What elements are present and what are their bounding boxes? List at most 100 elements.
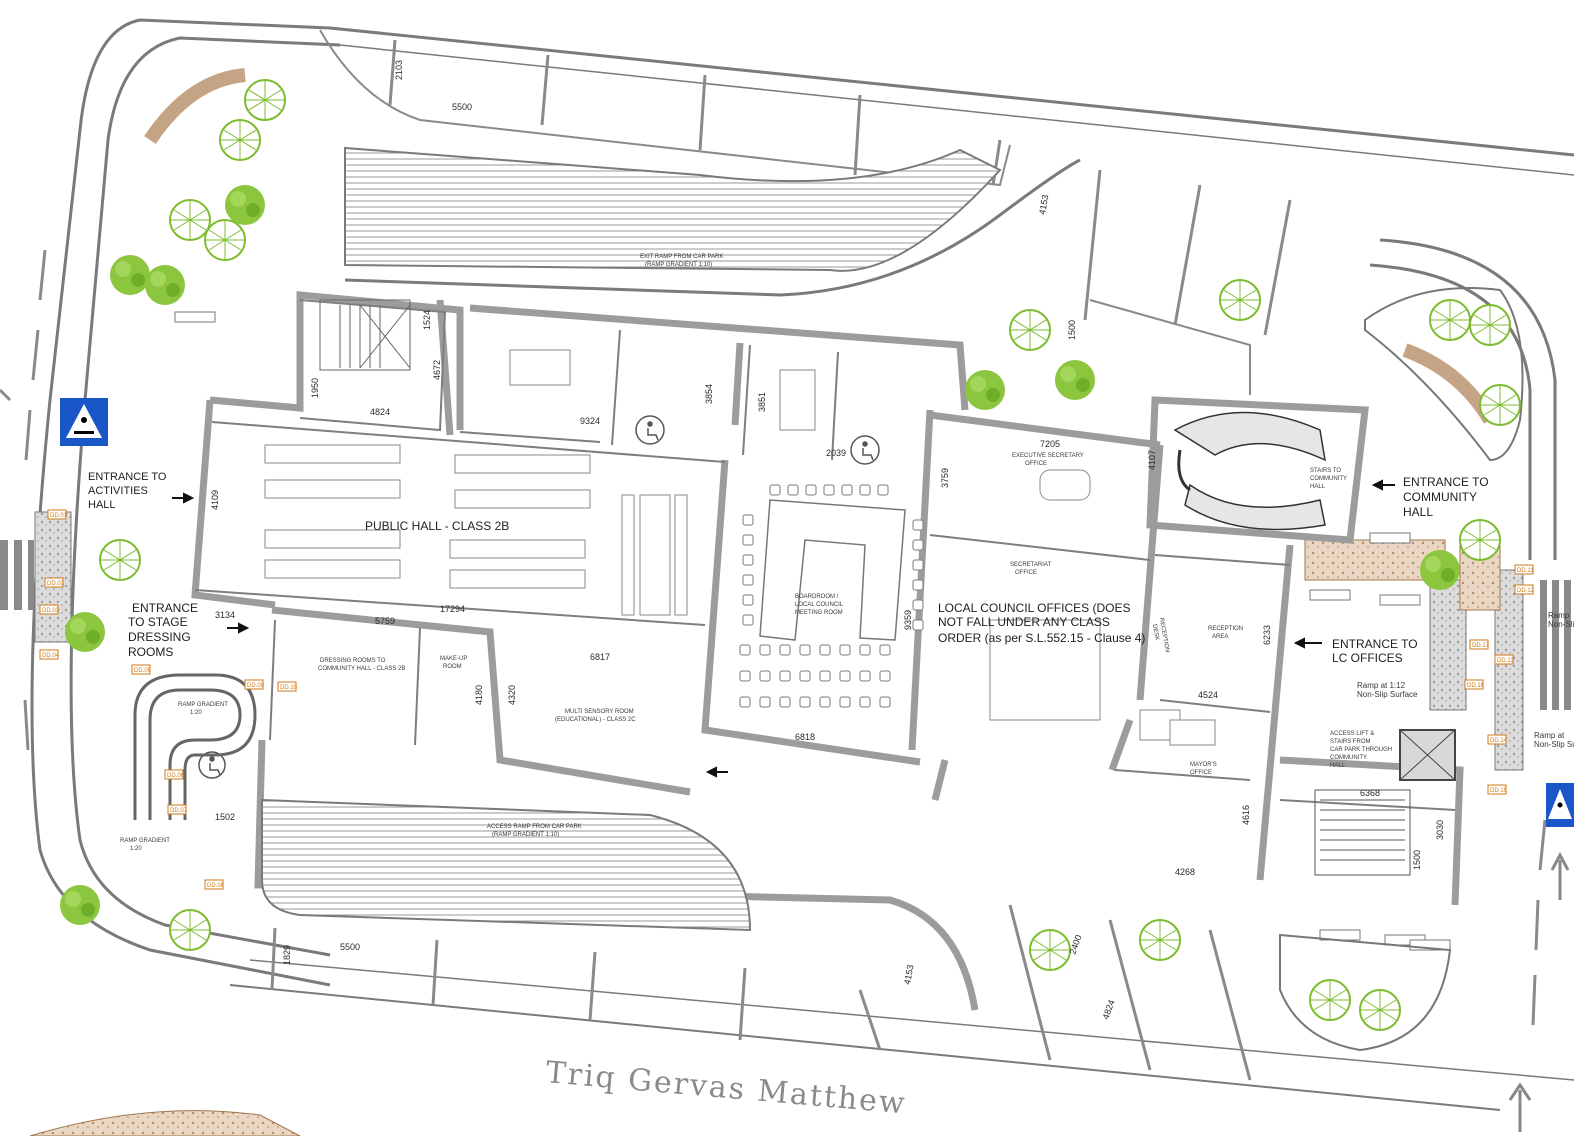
svg-text:4180: 4180: [474, 685, 484, 705]
svg-text:5759: 5759: [375, 616, 395, 626]
chair: [739, 644, 751, 656]
svg-text:DD.01: DD.01: [50, 513, 68, 519]
stair-icon: [1314, 789, 1411, 876]
ramp-right-label-2: Ramp at Non-Slip Su: [1534, 731, 1574, 749]
svg-text:1500: 1500: [1412, 850, 1422, 870]
chair: [839, 696, 851, 708]
mayor-office-label: MAYOR'S OFFICE: [1190, 762, 1218, 776]
spiral-stair-icon: [1173, 411, 1326, 531]
chair: [912, 539, 924, 551]
svg-text:17294: 17294: [440, 604, 465, 614]
public-hall-tables: [264, 444, 688, 616]
chair: [769, 484, 781, 496]
chair: [859, 484, 871, 496]
chair: [912, 619, 924, 631]
access-ramp-label: ACCESS RAMP FROM CAR PARK (RAMP GRADIENT…: [487, 824, 583, 838]
wheelchair-symbol-icon: [198, 751, 226, 779]
entrance-arrow-icon: [172, 479, 1395, 778]
chair: [739, 696, 751, 708]
dimension-labels: 5500 2103 4153 1500 1524 4672 4824 1950 …: [210, 60, 1445, 1021]
detail-tag: DD.12: [1514, 584, 1535, 595]
svg-text:1829: 1829: [282, 945, 292, 965]
detail-tag: DD.02: [44, 577, 65, 588]
svg-text:2103: 2103: [394, 60, 404, 80]
chair: [912, 559, 924, 571]
detail-tags: DD.01DD.02DD.03DD.04DD.05DD.06DD.07DD.08…: [39, 509, 1535, 890]
svg-text:DD.07: DD.07: [170, 808, 188, 814]
chair: [742, 614, 754, 626]
svg-text:DD.13: DD.13: [1497, 658, 1515, 664]
public-hall-label: PUBLIC HALL - CLASS 2B: [365, 519, 509, 533]
stairs-community-label: STAIRS TO COMMUNITY HALL: [1310, 468, 1349, 490]
svg-text:4524: 4524: [1198, 690, 1218, 700]
svg-text:DD.15: DD.15: [1490, 788, 1508, 794]
detail-tag: DD.06: [164, 769, 185, 780]
svg-text:6817: 6817: [590, 652, 610, 662]
reception-area-label: RECEPTION AREA: [1208, 626, 1245, 640]
entrance-lc-label: ENTRANCE TO LC OFFICES: [1332, 637, 1421, 665]
svg-text:DD.14: DD.14: [1490, 738, 1508, 744]
street-name: Triq Gervas Matthew: [544, 1055, 908, 1121]
multisensory-label: MULTI SENSORY ROOM (EDUCATIONAL) - CLASS…: [555, 709, 636, 723]
svg-text:DD.12: DD.12: [1517, 588, 1535, 594]
detail-tag: DD.05: [131, 664, 152, 675]
svg-text:4672: 4672: [432, 360, 442, 380]
chair: [739, 670, 751, 682]
chair: [779, 644, 791, 656]
svg-text:6818: 6818: [795, 732, 815, 742]
chair: [742, 534, 754, 546]
svg-text:4153: 4153: [1037, 194, 1050, 215]
lc-offices-label: LOCAL COUNCIL OFFICES (DOES NOT FALL UND…: [938, 601, 1145, 645]
access-lift-label: ACCESS LIFT & STAIRS FROM CAR PARK THROU…: [1330, 731, 1394, 769]
chair: [877, 484, 889, 496]
chair: [912, 599, 924, 611]
detail-tag: DD.13: [1494, 654, 1515, 665]
chair: [819, 696, 831, 708]
parking-bays-bottom: [270, 927, 882, 1051]
chair: [819, 670, 831, 682]
svg-text:6368: 6368: [1360, 788, 1380, 798]
svg-text:4320: 4320: [507, 685, 517, 705]
direction-arrow-icon: [1508, 851, 1570, 1132]
chair: [742, 514, 754, 526]
exec-secretary-label: EXECUTIVE SECRETARY OFFICE: [1012, 453, 1085, 467]
detail-tag: DD.09: [244, 679, 265, 690]
exit-ramp-label: EXIT RAMP FROM CAR PARK (RAMP GRADIENT 1…: [640, 254, 725, 268]
svg-text:3134: 3134: [215, 610, 235, 620]
room-labels: PUBLIC HALL - CLASS 2B ENTRANCE TO ACTIV…: [88, 254, 1574, 852]
entrance-community-label: ENTRANCE TO COMMUNITY HALL: [1403, 475, 1492, 519]
chair: [759, 670, 771, 682]
switchback-ramp: [133, 673, 257, 820]
benches: [174, 311, 1451, 951]
chair: [759, 644, 771, 656]
entrance-stage-label: ENTRANCE TO STAGE DRESSING ROOMS: [128, 601, 201, 659]
chair: [879, 644, 891, 656]
svg-text:2400: 2400: [1067, 933, 1083, 955]
access-ramp-bottom: [261, 798, 752, 932]
svg-text:4616: 4616: [1241, 805, 1251, 825]
svg-text:4107: 4107: [1147, 450, 1157, 470]
ramp-gradient-label-a: RAMP GRADIENT 1:20: [178, 702, 229, 716]
pedestrian-crossing-sign-icon: [60, 398, 108, 446]
svg-text:4824: 4824: [1100, 998, 1116, 1020]
paving-corner-bottom: [29, 1110, 301, 1136]
svg-text:DD.11: DD.11: [1517, 568, 1534, 574]
dressing-rooms-label: DRESSING ROOMS TO COMMUNITY HALL - CLASS…: [318, 658, 405, 672]
svg-text:3759: 3759: [940, 468, 950, 488]
svg-text:3030: 3030: [1435, 820, 1445, 840]
chair: [819, 644, 831, 656]
svg-text:4109: 4109: [210, 490, 220, 510]
chair: [799, 670, 811, 682]
chair: [742, 554, 754, 566]
secretariat-label: SECRETARIAT OFFICE: [1010, 562, 1053, 576]
chair: [912, 579, 924, 591]
chair: [912, 519, 924, 531]
chair: [779, 696, 791, 708]
chair: [859, 644, 871, 656]
reception-desk-label: RECEPTION DESK: [1150, 617, 1170, 656]
chair: [839, 670, 851, 682]
svg-text:1500: 1500: [1067, 320, 1077, 340]
pedestrian-crossing-sign-icon: [1546, 783, 1574, 827]
chair: [742, 594, 754, 606]
svg-text:4268: 4268: [1175, 867, 1195, 877]
